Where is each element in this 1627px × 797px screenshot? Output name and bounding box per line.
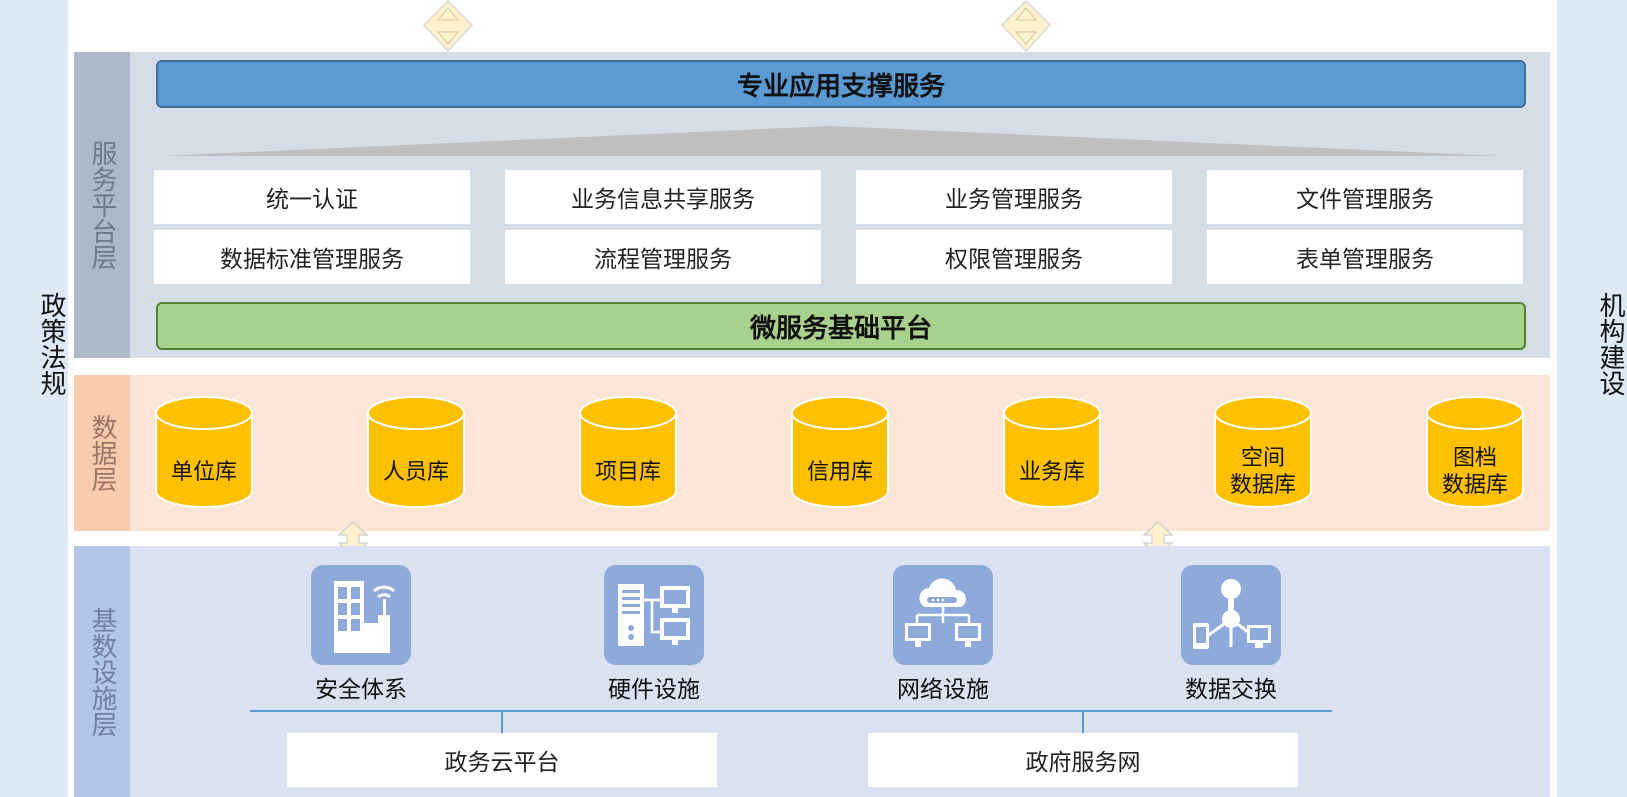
data-layer-label: 数据层 (87, 414, 117, 492)
service-box: 流程管理服务 (505, 230, 821, 284)
database-label: 业务库 (1018, 459, 1085, 485)
database-label: 图档 数据库 (1441, 446, 1508, 498)
connector-line (1082, 710, 1084, 734)
database-label: 空间 数据库 (1229, 446, 1296, 498)
database-label: 项目库 (594, 459, 661, 485)
database-cylinder: 人员库 (366, 395, 466, 509)
layer-label: 服务平台层 (74, 52, 130, 358)
service-box: 数据标准管理服务 (154, 230, 470, 284)
infrastructure-layer: 基数设施层 安全体系 (74, 546, 1550, 797)
infra-item-label: 安全体系 (315, 677, 407, 703)
roof-shape (160, 126, 1500, 156)
database-icon (155, 396, 253, 508)
database-cylinder: 业务库 (1002, 395, 1102, 509)
service-box: 权限管理服务 (856, 230, 1172, 284)
database-icon (1426, 396, 1524, 508)
side-label-policy: 政策法规 (36, 292, 66, 396)
infra-item-label: 硬件设施 (608, 677, 700, 703)
database-icon (1003, 396, 1101, 508)
service-box: 表单管理服务 (1207, 230, 1523, 284)
side-label-organization: 机构建设 (1595, 292, 1625, 396)
database-icon (367, 396, 465, 508)
connector-line (501, 710, 503, 734)
double-arrow-icon (1000, 0, 1052, 52)
database-label: 人员库 (382, 459, 449, 485)
database-icon (791, 396, 889, 508)
connector-line (250, 710, 1332, 712)
service-platform-layer: 服务平台层 专业应用支撑服务 统一认证 业务信息共享服务 业务管理服务 文件管理… (74, 52, 1550, 358)
layer-label: 基数设施层 (74, 546, 130, 797)
service-box: 业务管理服务 (856, 170, 1172, 224)
infra-item-label: 网络设施 (897, 677, 989, 703)
server-monitors-icon (604, 565, 704, 665)
service-box: 统一认证 (154, 170, 470, 224)
layer-label: 数据层 (74, 375, 130, 531)
database-cylinder: 项目库 (578, 395, 678, 509)
right-side-panel: 机构建设 (1557, 0, 1627, 797)
database-icon (579, 396, 677, 508)
database-cylinder: 空间 数据库 (1213, 395, 1313, 509)
infra-item-label: 数据交换 (1185, 677, 1277, 703)
network-box: 政务云平台 (287, 733, 717, 787)
microservice-platform-bar: 微服务基础平台 (156, 302, 1526, 350)
database-cylinder: 单位库 (154, 395, 254, 509)
data-exchange-icon (1181, 565, 1281, 665)
database-cylinder: 信用库 (790, 395, 890, 509)
top-service-bar: 专业应用支撑服务 (156, 60, 1526, 108)
database-cylinder: 图档 数据库 (1425, 395, 1525, 509)
infra-layer-label: 基数设施层 (87, 606, 117, 737)
cloud-network-icon (893, 565, 993, 665)
data-layer: 数据层 单位库 人员库 项目库 信用库 业务库 空间 数据库 图档 数据库 (74, 375, 1550, 531)
network-box: 政府服务网 (868, 733, 1298, 787)
database-label: 信用库 (806, 459, 873, 485)
service-box: 业务信息共享服务 (505, 170, 821, 224)
database-label: 单位库 (170, 459, 237, 485)
service-box: 文件管理服务 (1207, 170, 1523, 224)
building-antenna-icon (311, 565, 411, 665)
service-layer-label: 服务平台层 (87, 140, 117, 270)
left-side-panel: 政策法规 (0, 0, 68, 797)
database-icon (1214, 396, 1312, 508)
double-arrow-icon (422, 0, 474, 52)
